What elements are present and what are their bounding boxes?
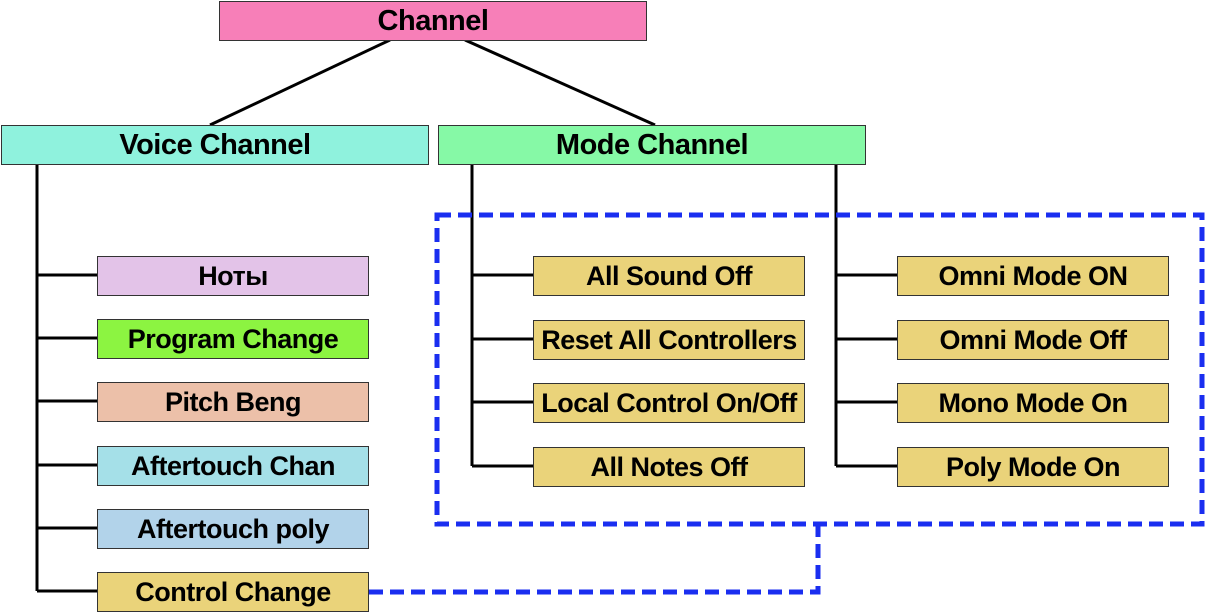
voice-item-aftertouch-chan: Aftertouch Chan xyxy=(97,446,369,486)
voice-item-program-change: Program Change xyxy=(97,319,369,359)
mode-item-reset-all-controllers: Reset All Controllers xyxy=(533,320,805,360)
mode-channel-box: Mode Channel xyxy=(438,125,866,165)
mode-item-poly-mode-on: Poly Mode On xyxy=(897,447,1169,487)
mode-item-local-control: Local Control On/Off xyxy=(533,383,805,423)
root-to-mode-line xyxy=(464,38,656,127)
mode-item-all-sound-off: All Sound Off xyxy=(533,256,805,296)
root-to-voice-line xyxy=(209,38,391,127)
mode-item-all-notes-off: All Notes Off xyxy=(533,447,805,487)
mode-item-mono-mode-on: Mono Mode On xyxy=(897,383,1169,423)
voice-item-control-change: Control Change xyxy=(97,572,369,612)
voice-item-aftertouch-poly: Aftertouch poly xyxy=(97,509,369,549)
mode-item-omni-mode-on: Omni Mode ON xyxy=(897,256,1169,296)
voice-channel-box: Voice Channel xyxy=(1,125,429,165)
voice-item-notes: Ноты xyxy=(97,256,369,296)
mode-item-omni-mode-off: Omni Mode Off xyxy=(897,320,1169,360)
voice-item-pitch-bend: Pitch Beng xyxy=(97,382,369,422)
control-change-dashed-link xyxy=(369,524,821,595)
channel-root-box: Channel xyxy=(219,1,647,41)
